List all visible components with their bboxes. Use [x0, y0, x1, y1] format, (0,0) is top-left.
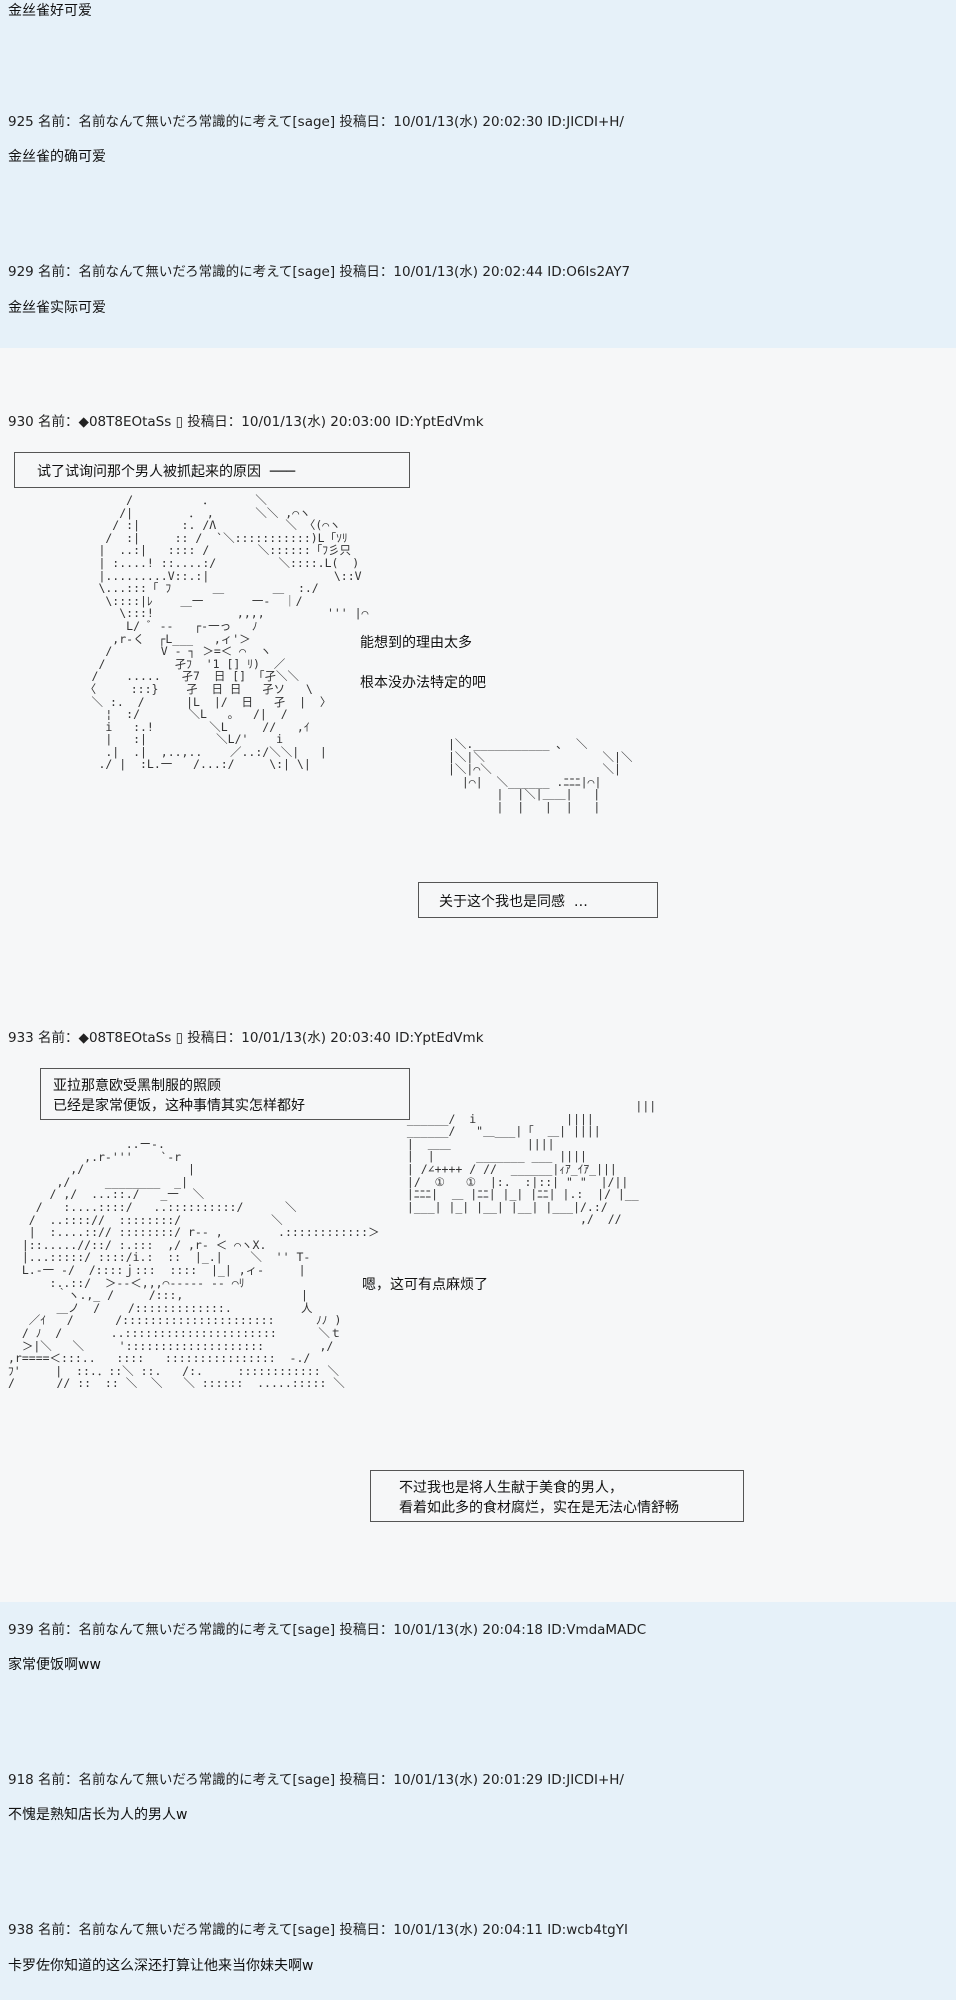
post-header: 925 名前：名前なんて無いだろ常識的に考えて[sage] 投稿日：10/01/…	[8, 114, 624, 130]
post-header: 938 名前：名前なんて無いだろ常識的に考えて[sage] 投稿日：10/01/…	[8, 1922, 628, 1938]
speech-text: 嗯，这可有点麻烦了	[362, 1277, 488, 1293]
speech-text: 看着如此多的食材腐烂，实在是无法心情舒畅	[399, 1500, 679, 1516]
post-body: 不愧是熟知店长为人的男人w	[8, 1807, 188, 1823]
post-body: 金丝雀实际可爱	[8, 300, 106, 316]
speech-box: 亚拉那意欧受黑制服的照顾 已经是家常便饭，这种事情其实怎样都好	[40, 1068, 410, 1120]
speech-box: 不过我也是将人生献于美食的男人， 看着如此多的食材腐烂，实在是无法心情舒畅	[370, 1470, 744, 1522]
post-block: 金丝雀好可爱 925 名前：名前なんて無いだろ常識的に考えて[sage] 投稿日…	[0, 0, 956, 348]
post-header: 933 名前：◆08T8EOtaSs ▯ 投稿日：10/01/13(水) 20:…	[8, 1030, 484, 1046]
speech-text: 试了试询问那个男人被抓起来的原因 ───	[37, 464, 296, 480]
ascii-art-kitchen: ||| ______/ i |||| ______/ "＿___|「 ＿| ||…	[406, 1099, 657, 1227]
post-body: 家常便饭啊ww	[8, 1657, 101, 1673]
ascii-art-table: |＼.___________ ､ ＼ |＼|＼ ＼|＼ |＼|⌒＼ ＼| |⌒|…	[448, 737, 633, 814]
speech-text: 已经是家常便饭，这种事情其实怎样都好	[53, 1098, 305, 1114]
post-block: 939 名前：名前なんて無いだろ常識的に考えて[sage] 投稿日：10/01/…	[0, 1602, 956, 2000]
post-header: 918 名前：名前なんて無いだろ常識的に考えて[sage] 投稿日：10/01/…	[8, 1772, 624, 1788]
post-header: 930 名前：◆08T8EOtaSs ▯ 投稿日：10/01/13(水) 20:…	[8, 414, 484, 430]
post-header: 929 名前：名前なんて無いだろ常識的に考えて[sage] 投稿日：10/01/…	[8, 264, 631, 280]
speech-text: 根本没办法特定的吧	[360, 675, 486, 691]
speech-text: 能想到的理由太多	[360, 635, 472, 651]
aa-post-block: 930 名前：◆08T8EOtaSs ▯ 投稿日：10/01/13(水) 20:…	[0, 348, 956, 1602]
speech-text: 不过我也是将人生献于美食的男人，	[399, 1480, 623, 1496]
speech-box: 试了试询问那个男人被抓起来的原因 ───	[14, 452, 410, 488]
speech-text: 亚拉那意欧受黑制服的照顾	[53, 1078, 221, 1094]
post-header: 939 名前：名前なんて無いだろ常識的に考えて[sage] 投稿日：10/01/…	[8, 1622, 647, 1638]
speech-text: 关于这个我也是同感 …	[439, 894, 588, 910]
ascii-art-figure: ..ー‐. ,.r‐''' `‐r ,/ | ,/ ________ _| / …	[8, 1137, 380, 1391]
post-body: 金丝雀好可爱	[8, 3, 92, 19]
ascii-art-figure: / ． ＼ /| ． , ＼＼ ,⌒ヽ / :| :. /Λ ＼ 〈(⌒ヽ / …	[84, 493, 369, 772]
post-body: 卡罗佐你知道的这么深还打算让他来当你妹夫啊w	[8, 1958, 314, 1974]
post-body: 金丝雀的确可爱	[8, 149, 106, 165]
speech-box: 关于这个我也是同感 …	[418, 882, 658, 918]
